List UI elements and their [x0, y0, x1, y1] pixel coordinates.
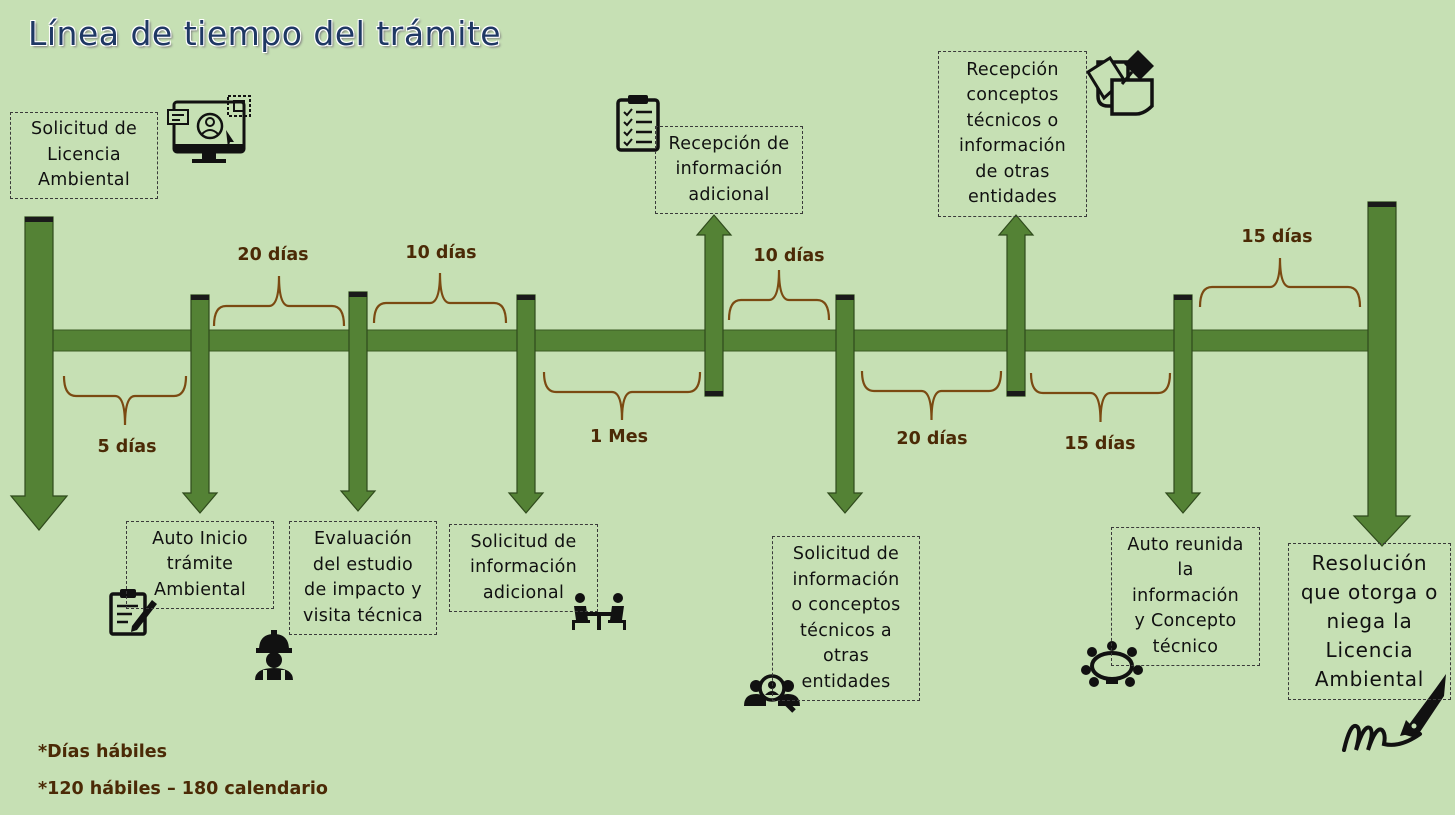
- timeline-arrow: [507, 294, 545, 514]
- fountain-pen-signature-icon: [1342, 674, 1446, 752]
- duration-brace: [727, 269, 831, 321]
- duration-brace: [372, 272, 508, 324]
- step-box-auto-inicio: Auto Inicio trámite Ambiental: [126, 521, 274, 609]
- duration-label: 20 días: [896, 429, 968, 449]
- timeline-arrow: [695, 214, 733, 397]
- timeline-arrow: [1164, 294, 1202, 514]
- step-box-solicitud-conceptos: Solicitud de información o conceptos téc…: [772, 536, 920, 701]
- step-box-solicitud-licencia: Solicitud de Licencia Ambiental: [10, 112, 158, 199]
- computer-user-icon: [167, 95, 251, 163]
- step-box-solicitud-info-adicional: Solicitud de información adicional: [449, 524, 598, 612]
- engineer-icon: [255, 630, 293, 680]
- timeline-arrow: [826, 294, 864, 514]
- step-box-auto-reunida: Auto reunida la información y Concepto t…: [1111, 527, 1260, 666]
- checklist-icon: [616, 95, 660, 152]
- duration-brace: [542, 371, 702, 421]
- duration-label: 10 días: [753, 246, 825, 266]
- duration-brace: [860, 370, 1003, 421]
- duration-brace: [1198, 257, 1362, 308]
- timeline-arrow: [9, 216, 69, 531]
- duration-label: 10 días: [405, 243, 477, 263]
- step-box-resolucion: Resolución que otorga o niega la Licenci…: [1288, 543, 1451, 700]
- duration-brace: [62, 375, 188, 426]
- note-total-dias: *120 hábiles – 180 calendario: [38, 779, 328, 799]
- timeline-arrow: [1352, 201, 1412, 547]
- pinned-notes-icon: [1085, 50, 1154, 116]
- duration-brace: [212, 275, 346, 327]
- meeting-table-icon: [572, 593, 626, 630]
- step-box-recepcion-info-adicional: Recepción de información adicional: [655, 126, 803, 214]
- duration-label: 5 días: [97, 437, 157, 457]
- note-dias-habiles: *Días hábiles: [38, 742, 168, 762]
- meeting-round-table-icon: [1081, 641, 1143, 687]
- duration-brace: [1029, 372, 1172, 423]
- timeline-arrow: [181, 294, 219, 514]
- step-box-recepcion-conceptos: Recepción conceptos técnicos o informaci…: [938, 51, 1087, 217]
- step-box-evaluacion: Evaluación del estudio de impacto y visi…: [289, 521, 437, 635]
- duration-label: 20 días: [237, 245, 309, 265]
- duration-label: 15 días: [1241, 227, 1313, 247]
- duration-label: 15 días: [1064, 434, 1136, 454]
- timeline-arrow: [339, 291, 377, 512]
- page-title: Línea de tiempo del trámite: [28, 14, 502, 53]
- duration-label: 1 Mes: [590, 427, 648, 447]
- timeline-arrow: [997, 214, 1035, 397]
